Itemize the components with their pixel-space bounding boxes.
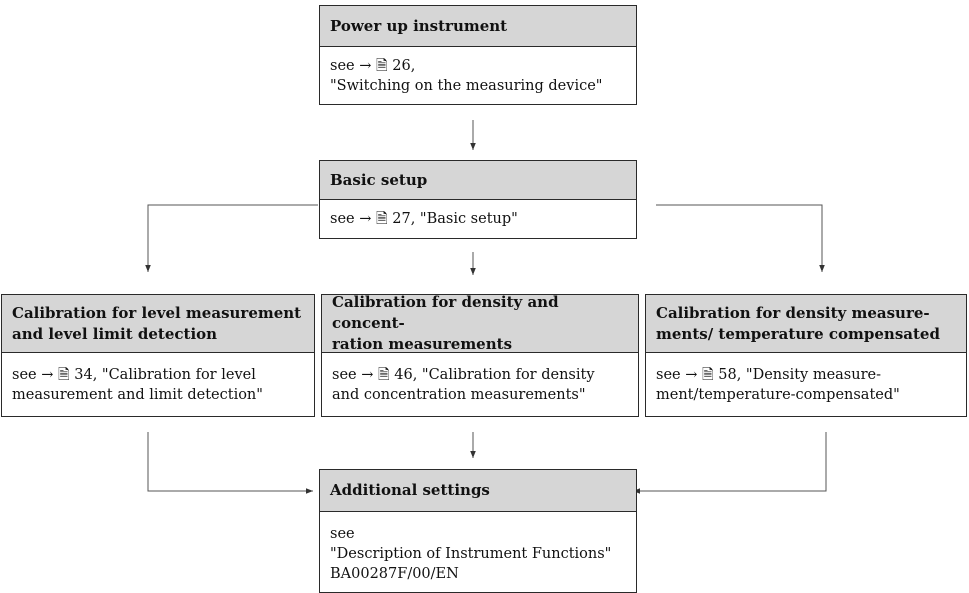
arrow-level-to-additional <box>147 432 313 494</box>
arrow-basic-to-density-temp <box>656 204 825 272</box>
node-calibration-density: Calibration for density and concent- rat… <box>321 293 639 417</box>
node-additional-settings: Additional settings see "Description of … <box>319 469 637 593</box>
node-calibration-level-title: Calibration for level measurement and le… <box>2 295 314 353</box>
node-calibration-level-text: see → 🗎 34, "Calibration for level measu… <box>12 366 263 403</box>
node-additional-settings-text: see "Description of Instrument Functions… <box>330 526 612 582</box>
node-calibration-level: Calibration for level measurement and le… <box>1 294 315 417</box>
node-power-up: Power up instrument see → 🗎 26, "Switchi… <box>319 5 637 105</box>
node-calibration-density-temp-title: Calibration for density measure- ments/ … <box>646 295 966 353</box>
node-calibration-density-title: Calibration for density and concent- rat… <box>322 293 638 353</box>
node-calibration-density-temp: Calibration for density measure- ments/ … <box>645 294 967 417</box>
arrow-basic-to-level <box>145 204 318 272</box>
node-calibration-density-temp-text: see → 🗎 58, "Density measure- ment/tempe… <box>656 366 900 403</box>
arrow-density-temp-to-additional <box>633 432 827 494</box>
node-additional-settings-title: Additional settings <box>320 470 636 512</box>
node-calibration-density-text: see → 🗎 46, "Calibration for density and… <box>332 366 595 403</box>
node-basic-setup-title: Basic setup <box>320 161 636 200</box>
node-basic-setup: Basic setup see → 🗎 27, "Basic setup" <box>319 160 637 239</box>
node-power-up-text: see → 🗎 26, "Switching on the measuring … <box>330 57 603 94</box>
node-power-up-title: Power up instrument <box>320 6 636 47</box>
node-basic-setup-text: see → 🗎 27, "Basic setup" <box>330 211 518 227</box>
